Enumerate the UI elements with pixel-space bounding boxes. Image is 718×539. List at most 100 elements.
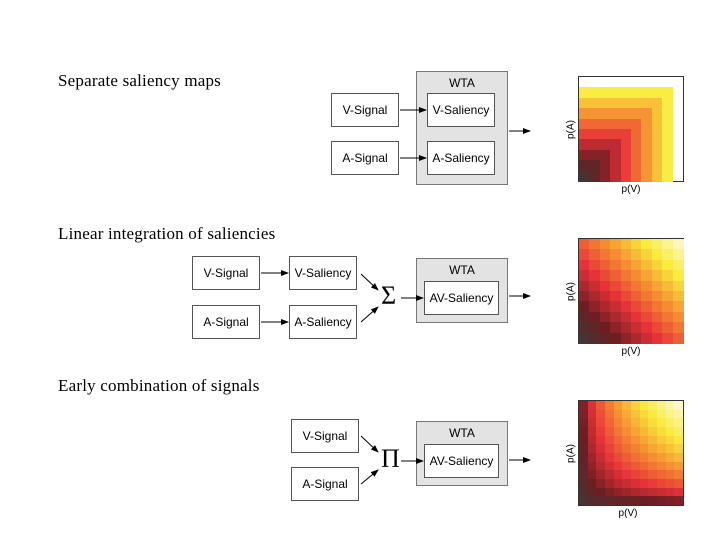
heatmap-early — [578, 400, 684, 506]
heatmap-cell — [579, 418, 588, 428]
heatmap-cell — [674, 409, 684, 419]
heatmap-cell — [651, 139, 663, 151]
heatmap-cell — [579, 291, 590, 302]
heatmap-cell — [620, 291, 632, 302]
heatmap-cell — [662, 239, 674, 250]
heatmap-cell — [674, 470, 684, 480]
heatmap-cell — [620, 170, 632, 182]
heatmap-cell — [651, 291, 663, 302]
heatmap-cell — [599, 259, 611, 271]
heatmap-cell — [631, 479, 640, 488]
heatmap-cell — [599, 108, 611, 120]
heatmap-cell — [587, 418, 597, 428]
heatmap-cell — [657, 470, 666, 480]
heatmap-cell — [589, 239, 601, 250]
heatmap-cell — [605, 496, 614, 506]
heatmap-cell — [648, 409, 658, 419]
arrow — [360, 469, 379, 485]
heatmap-cell — [596, 409, 606, 419]
heatmap-cell — [662, 160, 674, 172]
heatmap-cell — [648, 453, 658, 462]
heatmap-cell — [657, 435, 666, 445]
heatmap-cell — [610, 87, 622, 99]
heatmap-cell — [589, 97, 601, 109]
heatmap-cell — [596, 401, 606, 410]
heatmap-linear — [578, 238, 684, 344]
heatmap-cell — [620, 249, 632, 261]
heatmap-cell — [620, 108, 632, 120]
heatmap-cell — [579, 435, 588, 445]
heatmap-cell — [631, 280, 642, 292]
v-signal-box: V-Signal — [291, 419, 359, 453]
heatmap-cell — [641, 87, 653, 99]
heatmap-cell — [596, 479, 606, 488]
heatmap-cell — [610, 301, 622, 313]
heatmap-cell — [651, 322, 663, 334]
heatmap-cell — [599, 280, 611, 292]
heatmap-cell — [620, 332, 632, 344]
heatmap-cell — [641, 118, 653, 130]
heatmap-cell — [610, 149, 622, 161]
heatmap-cell — [657, 496, 666, 506]
heatmap-cell — [665, 487, 675, 497]
heatmap-cell — [631, 259, 642, 271]
heatmap-cell — [605, 470, 614, 480]
heatmap-cell — [599, 129, 611, 140]
heatmap-cell — [648, 444, 658, 454]
heatmap-cell — [662, 270, 674, 282]
heatmap-cell — [641, 291, 653, 302]
heatmap-cell — [599, 311, 611, 323]
heatmap-cell — [651, 170, 663, 182]
heatmap-cell — [579, 249, 590, 261]
heatmap-cell — [641, 97, 653, 109]
heatmap-cell — [651, 332, 663, 344]
v-signal-box: V-Signal — [192, 256, 260, 290]
heatmap-cell — [631, 118, 642, 130]
heatmap-cell — [665, 479, 675, 488]
a-signal-box: A-Signal — [331, 141, 399, 175]
heatmap-cell — [599, 239, 611, 250]
heatmap-cell — [657, 401, 666, 410]
heatmap-cell — [622, 435, 632, 445]
heatmap-cell — [631, 470, 640, 480]
heatmap-cell — [672, 280, 684, 292]
wta-label: WTA — [449, 76, 475, 90]
heatmap-cell — [610, 129, 622, 140]
x-axis-label: p(V) — [618, 508, 638, 519]
heatmap-cell — [651, 311, 663, 323]
heatmap-cell — [579, 108, 590, 120]
heatmap-cell — [620, 311, 632, 323]
heatmap-cell — [587, 427, 597, 436]
section-3-title: Early combination of signals — [58, 376, 260, 395]
heatmap-cell — [631, 332, 642, 344]
heatmap-cell — [605, 461, 614, 471]
heatmap-cell — [579, 160, 590, 172]
heatmap-cell — [610, 239, 622, 250]
heatmap-cell — [631, 239, 642, 250]
heatmap-cell — [620, 160, 632, 172]
heatmap-cell — [641, 259, 653, 271]
heatmap-cell — [631, 322, 642, 334]
heatmap-cell — [587, 409, 597, 419]
heatmap-cell — [610, 160, 622, 172]
heatmap-cell — [610, 249, 622, 261]
heatmap-cell — [613, 444, 623, 454]
heatmap-cell — [662, 249, 674, 261]
heatmap-cell — [596, 444, 606, 454]
heatmap-cell — [587, 470, 597, 480]
sum-operator-symbol: Σ — [381, 281, 397, 310]
heatmap-cell — [613, 496, 623, 506]
heatmap-cell — [662, 311, 674, 323]
heatmap-cell — [579, 170, 590, 182]
product-operator-symbol: Π — [381, 444, 400, 473]
heatmap-cell — [641, 311, 653, 323]
heatmap-cell — [641, 129, 653, 140]
heatmap-cell — [610, 97, 622, 109]
heatmap-cell — [589, 291, 601, 302]
heatmap-cell — [579, 461, 588, 471]
heatmap-cell — [639, 479, 649, 488]
heatmap-cell — [620, 239, 632, 250]
heatmap-cell — [579, 259, 590, 271]
heatmap-cell — [651, 108, 663, 120]
heatmap-cell — [674, 444, 684, 454]
